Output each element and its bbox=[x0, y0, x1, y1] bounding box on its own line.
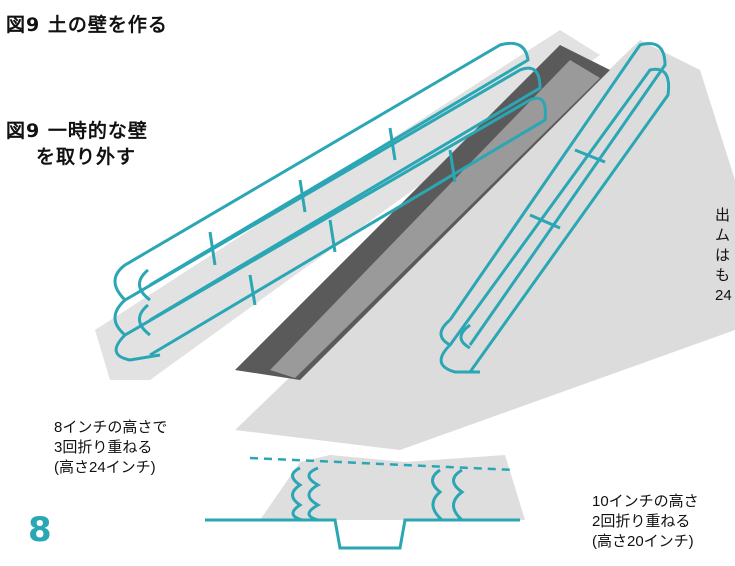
caption-left: 8インチの高さで 3回折り重ねる (高さ24インチ) bbox=[54, 418, 167, 478]
trench-floor bbox=[270, 60, 600, 378]
figure-subtitle-line1: 図9 一時的な壁 bbox=[6, 120, 148, 142]
caption-right-line: 出 bbox=[715, 207, 731, 224]
caption-left-line: 3回折り重ねる bbox=[54, 439, 153, 456]
caption-bottom-line: 2回折り重ねる bbox=[592, 513, 691, 530]
caption-bottom-right: 10インチの高さ 2回折り重ねる (高さ20インチ) bbox=[592, 492, 699, 552]
left-wall bbox=[113, 41, 547, 362]
caption-right-line: も bbox=[715, 267, 731, 284]
caption-right-line: は bbox=[715, 247, 731, 264]
caption-bottom-line: (高さ20インチ) bbox=[592, 533, 694, 550]
caption-right-line: 24 bbox=[715, 287, 732, 304]
caption-right-line: ム bbox=[715, 227, 731, 244]
caption-right-cropped: 出 ム は も 24 bbox=[715, 206, 732, 306]
figure-subtitle-line2: を取り外す bbox=[36, 146, 137, 168]
caption-left-line: (高さ24インチ) bbox=[54, 459, 156, 476]
figure-title: 図9 土の壁を作る bbox=[6, 14, 168, 36]
page-number: 8 bbox=[28, 510, 52, 550]
cross-section bbox=[205, 455, 525, 550]
caption-left-line: 8インチの高さで bbox=[54, 419, 168, 436]
figure-subtitle: 図9 一時的な壁 を取り外す bbox=[6, 118, 148, 170]
right-wall bbox=[439, 42, 671, 374]
caption-bottom-line: 10インチの高さ bbox=[592, 493, 699, 510]
